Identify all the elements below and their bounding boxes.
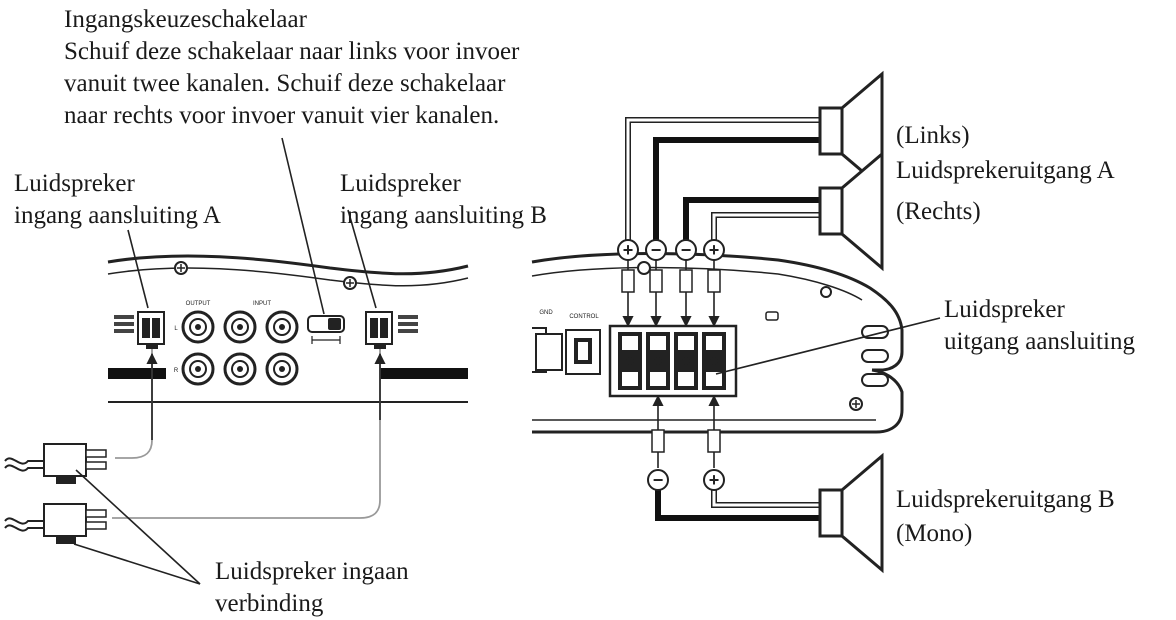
lower-wire-ferrules xyxy=(651,429,721,453)
polarity-plus-right: + xyxy=(703,239,725,261)
left-channel-label: (Links) xyxy=(896,122,970,149)
lower-insert-arrows xyxy=(652,394,720,468)
polarity-minus-left-symbol: − xyxy=(651,240,662,260)
selector-line-2: vanuit twee kanalen. Schuif deze schakel… xyxy=(64,70,506,97)
polarity-minus-right-symbol: − xyxy=(681,240,692,260)
polarity-plus-right-symbol: + xyxy=(709,240,720,260)
input-connector-line-2: verbinding xyxy=(215,590,324,617)
output-terminal-label: Luidspreker uitgang aansluiting xyxy=(944,294,1135,358)
upper-wire-ferrules xyxy=(621,269,721,293)
input-plug-1 xyxy=(4,443,107,484)
right-channel-label: (Rechts) xyxy=(896,198,981,225)
upper-insert-arrows xyxy=(622,260,720,328)
polarity-plus-left: + xyxy=(617,239,639,261)
output-terminal-line-1: Luidspreker xyxy=(944,296,1065,323)
mono-label: (Mono) xyxy=(896,520,973,547)
input-a-line-2: ingang aansluiting A xyxy=(14,202,221,229)
left-panel-printed-text: OUTPUT INPUT L R xyxy=(174,301,272,374)
selector-line-3: naar rechts voor invoer vanuit vier kana… xyxy=(64,102,500,129)
left-leader-lines xyxy=(73,137,377,585)
panel-channel-r: R xyxy=(174,368,179,374)
output-b-label: Luidsprekeruitgang B xyxy=(896,486,1115,513)
polarity-minus-right: − xyxy=(675,239,697,261)
speaker-right-icon xyxy=(818,150,884,272)
panel-output-label: OUTPUT xyxy=(186,301,211,307)
left-amplifier-panel xyxy=(107,254,469,519)
output-terminal-line-2: uitgang aansluiting xyxy=(944,328,1135,355)
input-a-label: Luidspreker ingang aansluiting A xyxy=(14,168,221,232)
polarity-minus-mono-symbol: − xyxy=(653,470,664,490)
input-a-line-1: Luidspreker xyxy=(14,170,135,197)
right-panel-printed-text: GND CONTROL xyxy=(539,310,599,320)
speaker-mono-icon xyxy=(818,452,884,574)
input-b-line-1: Luidspreker xyxy=(340,170,461,197)
input-b-label: Luidspreker ingang aansluiting B xyxy=(340,168,547,232)
polarity-plus-mono: + xyxy=(703,469,725,491)
polarity-minus-mono: − xyxy=(647,469,669,491)
panel-channel-l: L xyxy=(174,326,178,332)
polarity-plus-left-symbol: + xyxy=(623,240,634,260)
input-connector-label: Luidspreker ingaan verbinding xyxy=(215,556,409,620)
panel-input-label: INPUT xyxy=(253,301,271,307)
selector-title: Ingangskeuzeschakelaar xyxy=(64,6,307,33)
lower-speaker-wires xyxy=(655,490,820,521)
input-b-line-2: ingang aansluiting B xyxy=(340,202,547,229)
panel-control-label: CONTROL xyxy=(569,314,599,320)
speaker-left-icon xyxy=(818,70,884,192)
output-a-label: Luidsprekeruitgang A xyxy=(896,157,1115,184)
upper-speaker-wires xyxy=(625,117,820,240)
polarity-minus-left: − xyxy=(645,239,667,261)
polarity-plus-mono-symbol: + xyxy=(709,470,720,490)
selector-switch-label: Ingangskeuzeschakelaar Schuif deze schak… xyxy=(64,4,519,132)
right-amplifier-panel xyxy=(531,252,904,434)
polarity-symbols: +−−+−+ xyxy=(617,239,725,491)
input-plug-2 xyxy=(4,503,107,544)
selector-line-1: Schuif deze schakelaar naar links voor i… xyxy=(64,38,520,65)
output-terminal-leader xyxy=(715,317,941,375)
input-connector-line-1: Luidspreker ingaan xyxy=(215,558,409,585)
panel-gnd-label: GND xyxy=(539,310,553,316)
